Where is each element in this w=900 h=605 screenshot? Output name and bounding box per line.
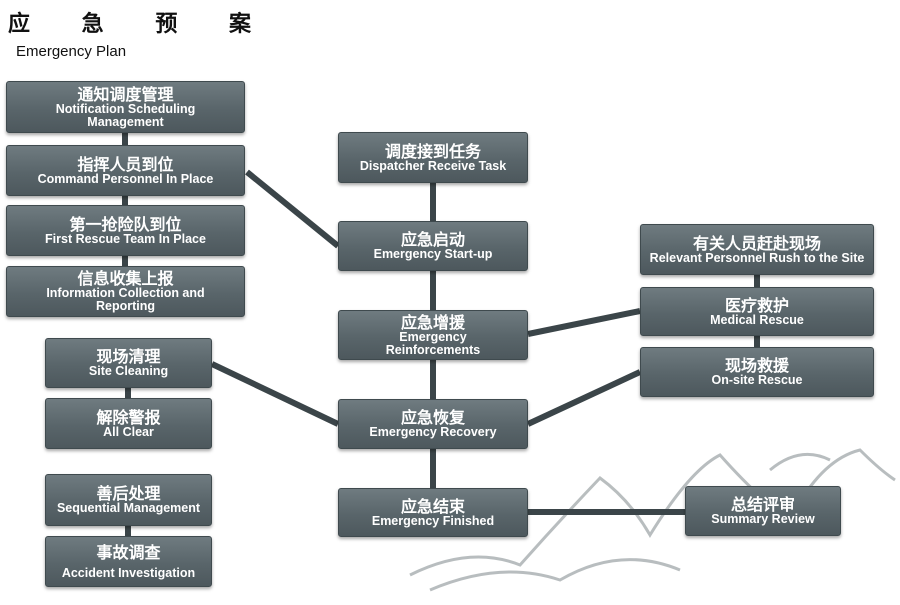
box-label-cn: 医疗救护 [724, 295, 789, 315]
box-label-en: Summary Review [711, 512, 815, 526]
box-label-en: Emergency Finished [371, 513, 495, 528]
box-label-cn: 指挥人员到位 [77, 154, 174, 174]
box-label-en: Medical Rescue [710, 312, 804, 327]
box-sequential-management: 善后处理 Sequential Management [45, 474, 212, 526]
box-label-cn: 应急启动 [400, 230, 465, 249]
box-label-en: Sequential Management [56, 501, 201, 515]
box-emergency-recovery: 应急恢复 Emergency Recovery [338, 399, 528, 449]
box-label-cn: 信息收集上报 [77, 269, 174, 288]
box-label-cn: 调度接到任务 [384, 141, 481, 161]
box-emergency-finished: 应急结束 Emergency Finished [338, 488, 528, 537]
connector-siteclean-recovery [210, 361, 340, 427]
box-label-cn: 现场清理 [96, 347, 161, 366]
box-label-en: All Clear [103, 424, 154, 439]
box-label-cn: 善后处理 [96, 484, 161, 503]
box-label-cn: 通知调度管理 [77, 84, 174, 104]
box-label-en: Information Collection and Reporting [46, 286, 205, 313]
box-notification-scheduling: 通知调度管理 Notification Scheduling Managemen… [6, 81, 245, 133]
mountain-ink-decoration [409, 448, 896, 592]
box-label-en: Command Personnel In Place [37, 171, 214, 186]
box-label-en: Notification Scheduling Management [55, 101, 196, 129]
box-label-en: On-site Rescue [711, 373, 803, 387]
box-label-en: Emergency Recovery [369, 425, 497, 439]
box-label-en: Accident Investigation [61, 565, 196, 580]
box-emergency-startup: 应急启动 Emergency Start-up [338, 221, 528, 271]
connector-command-startup [245, 169, 340, 249]
box-emergency-reinforcements: 应急增援 Emergency Reinforcements [338, 310, 528, 360]
box-label-en: Emergency Reinforcements [385, 329, 481, 357]
box-label-cn: 解除警报 [96, 407, 161, 427]
box-personnel-rush-to-site: 有关人员赶赴现场 Relevant Personnel Rush to the … [640, 224, 874, 275]
box-label-cn: 事故调查 [96, 542, 161, 562]
box-accident-investigation: 事故调查 Accident Investigation [45, 536, 212, 587]
box-label-en: First Rescue Team In Place [45, 231, 206, 246]
box-dispatcher-receive-task: 调度接到任务 Dispatcher Receive Task [338, 132, 528, 183]
box-label-cn: 总结评审 [730, 495, 795, 514]
box-label-cn: 有关人员赶赴现场 [692, 233, 821, 253]
box-first-rescue-team: 第一抢险队到位 First Rescue Team In Place [6, 205, 245, 256]
box-summary-review: 总结评审 Summary Review [685, 486, 841, 536]
page-title-english: Emergency Plan [16, 43, 127, 60]
box-label-en: Site Cleaning [88, 364, 169, 378]
box-command-personnel: 指挥人员到位 Command Personnel In Place [6, 145, 245, 196]
box-onsite-rescue: 现场救援 On-site Rescue [640, 347, 874, 397]
box-label-cn: 现场救援 [724, 356, 789, 375]
connector-reinforce-medical [527, 308, 641, 337]
box-information-collection: 信息收集上报 Information Collection and Report… [6, 266, 245, 317]
box-label-en: Dispatcher Receive Task [359, 158, 507, 173]
connector-recovery-onsite [526, 369, 642, 427]
box-medical-rescue: 医疗救护 Medical Rescue [640, 287, 874, 336]
box-all-clear: 解除警报 All Clear [45, 398, 212, 449]
page-title-chinese: 应 急 预 案 [8, 11, 273, 37]
box-label-cn: 应急结束 [400, 496, 465, 516]
box-label-en: Relevant Personnel Rush to the Site [649, 250, 865, 265]
box-label-cn: 第一抢险队到位 [69, 214, 182, 234]
box-label-cn: 应急恢复 [400, 408, 465, 427]
box-label-cn: 应急增援 [400, 312, 465, 332]
box-label-en: Emergency Start-up [373, 247, 493, 261]
box-site-cleaning: 现场清理 Site Cleaning [45, 338, 212, 388]
